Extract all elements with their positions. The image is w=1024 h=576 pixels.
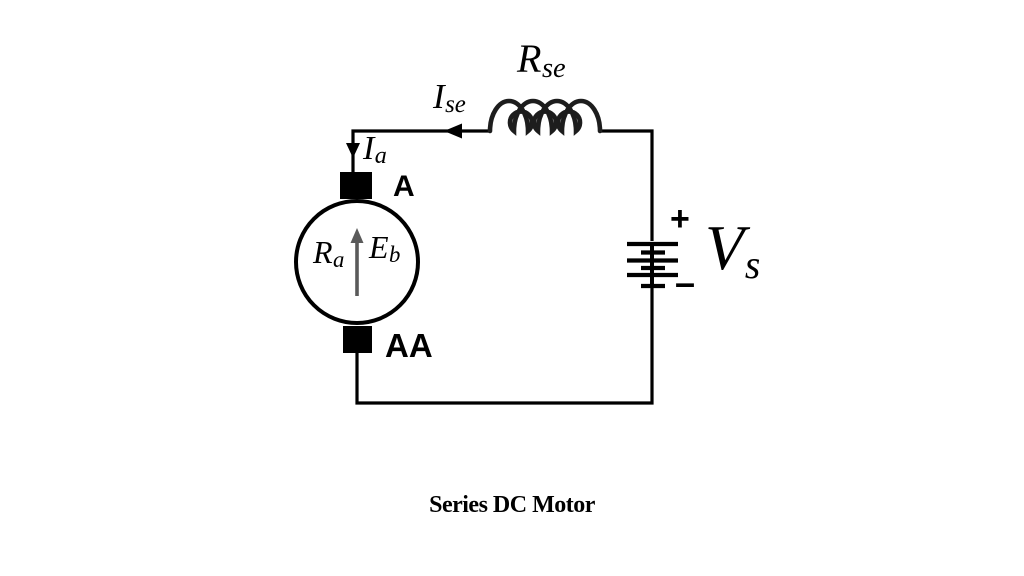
series-current-label: Ise xyxy=(433,77,466,117)
back-emf-label: Eb xyxy=(369,229,400,266)
figure-caption: Series DC Motor xyxy=(429,492,595,518)
terminal-aa-square xyxy=(343,326,372,353)
back-emf-symbol: E xyxy=(369,229,389,265)
series-resistance-subscript: se xyxy=(542,52,566,84)
series-resistance-label: Rse xyxy=(517,36,566,83)
series-current-subscript: se xyxy=(445,91,466,119)
series-resistance-symbol: R xyxy=(517,36,542,81)
back-emf-subscript: b xyxy=(389,241,401,267)
terminal-aa-label: AA xyxy=(385,327,433,364)
armature-current-label: Ia xyxy=(363,130,387,170)
battery-symbol xyxy=(627,241,678,289)
series-current-symbol: I xyxy=(433,77,445,116)
armature-resistance-subscript: a xyxy=(333,246,345,272)
armature-resistance-symbol: R xyxy=(313,234,333,270)
battery-plus-label: + xyxy=(670,200,690,238)
supply-voltage-subscript: s xyxy=(744,242,761,287)
battery-minus-label: – xyxy=(675,262,696,303)
series-current-arrow-icon xyxy=(444,123,462,139)
terminal-a-square xyxy=(340,172,372,199)
armature-current-subscript: a xyxy=(374,142,387,170)
series-field-inductor-coil xyxy=(487,98,603,136)
armature-resistance-label: Ra xyxy=(313,234,344,271)
armature-current-symbol: I xyxy=(363,130,375,167)
terminal-a-label: A xyxy=(393,170,415,203)
armature-current-arrow-icon xyxy=(346,143,360,158)
back-emf-arrow-head-icon xyxy=(350,228,364,243)
supply-voltage-symbol: V xyxy=(705,212,745,283)
supply-voltage-label: Vs xyxy=(705,216,760,285)
